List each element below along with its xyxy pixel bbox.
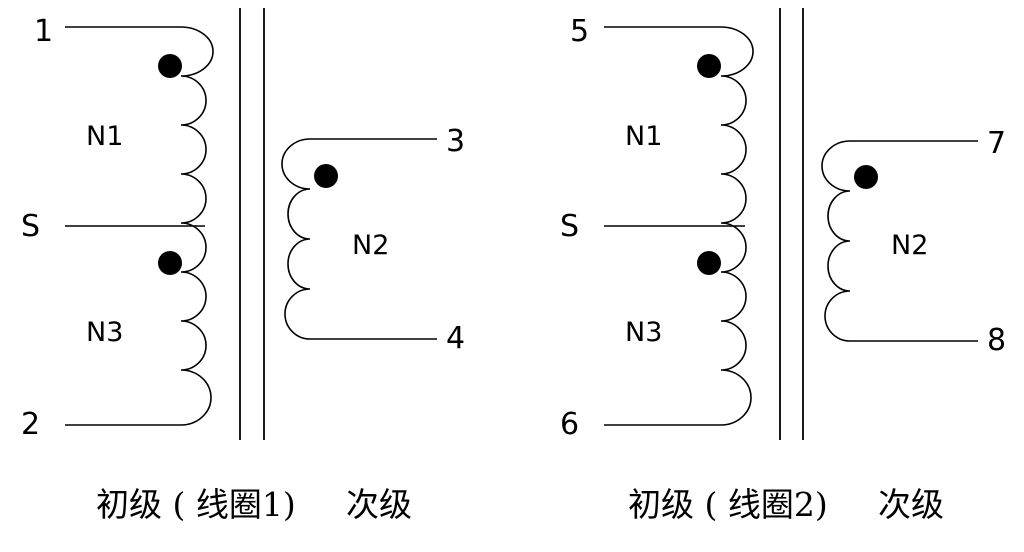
winding-label: N2 [891,230,928,261]
secondary-winding-1 [281,138,437,340]
caption-primary: 初级 ( 线圈1) [96,485,296,524]
winding-label: N3 [86,317,123,348]
polarity-dot-2b [697,251,721,275]
caption-secondary: 次级 [346,485,412,524]
polarity-dot-1a [158,54,182,78]
transformer-2: 5 S 6 7 8 N1 N3 N2 初级 ( 线圈2) 次级 [560,8,1006,524]
polarity-dot-1b [158,251,182,275]
secondary-winding-2 [821,140,978,342]
caption-secondary: 次级 [878,485,944,524]
winding-label: N1 [86,121,123,152]
center-tap-label: S [21,209,40,244]
winding-label: N3 [625,317,662,348]
winding-label: N2 [352,230,389,261]
polarity-dot-2c [854,165,878,189]
center-tap-label: S [560,209,579,244]
primary-winding-1 [65,26,214,426]
pin-label: 4 [446,321,465,356]
caption-primary: 初级 ( 线圈2) [628,485,828,524]
polarity-dot-1c [314,164,338,188]
winding-label: N1 [625,121,662,152]
pin-label: 5 [570,14,589,49]
pin-label: 2 [21,407,40,442]
pin-label: 8 [987,323,1006,358]
pin-label: 6 [560,407,579,442]
pin-label: 7 [987,126,1006,161]
polarity-dot-2a [697,54,721,78]
pin-label: 3 [446,124,465,159]
pin-label: 1 [34,14,53,49]
primary-winding-2 [604,26,754,426]
transformer-1: 1 S 2 3 4 N1 N3 N2 初级 ( 线圈1) 次级 [21,8,465,524]
